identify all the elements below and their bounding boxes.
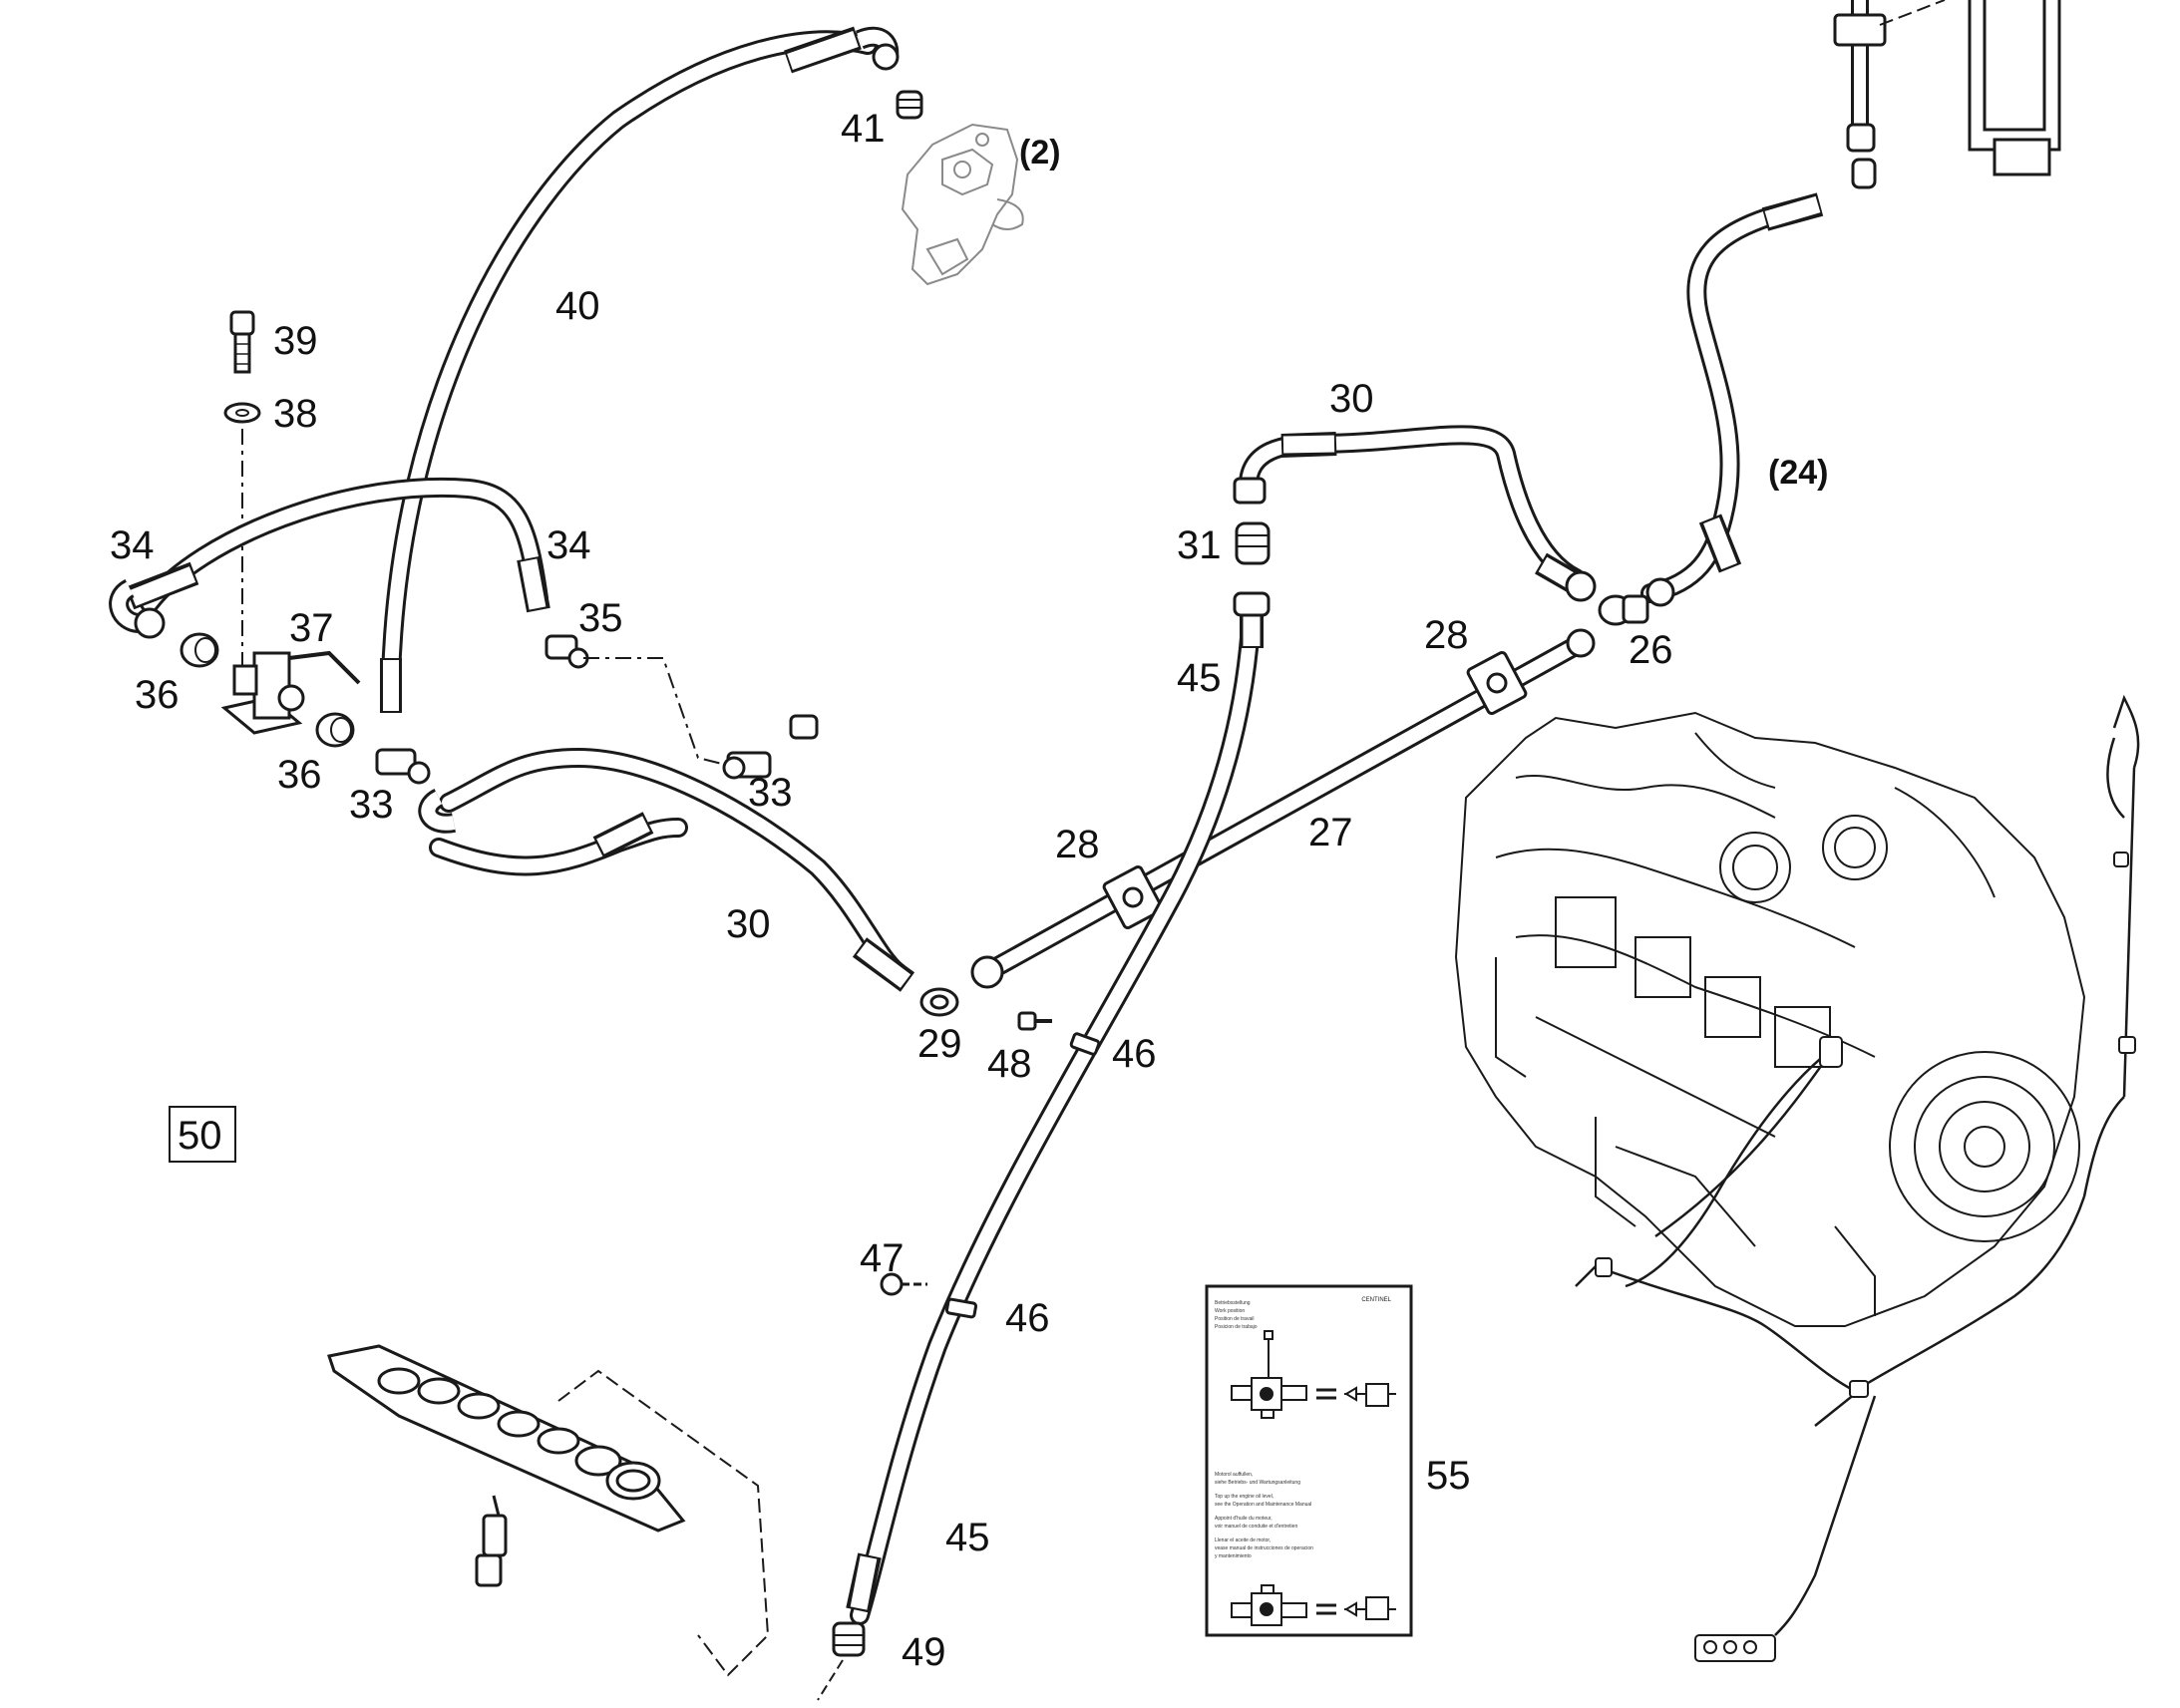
tee-33a — [375, 748, 431, 785]
placard-line-2f: voir manuel de conduite et d'entretien — [1215, 1524, 1297, 1530]
washer-38 — [223, 402, 261, 424]
placard-line-2d: see the Operation and Maintenance Manual — [1215, 1502, 1311, 1508]
engine-sensor-cluster — [1595, 852, 2136, 1662]
leader-49 — [817, 1659, 844, 1701]
callout-47: 47 — [860, 1236, 905, 1280]
callout-34a: 34 — [110, 523, 155, 567]
callout-33a: 33 — [349, 783, 394, 827]
placard-55: CENTINEL Betriebsstellung Work position … — [1205, 1284, 1413, 1637]
placard-line-1c: Position de travail — [1215, 1316, 1254, 1322]
placard-line-1a: Betriebsstellung — [1215, 1300, 1251, 1306]
engine-oil-lines — [1575, 694, 2140, 1636]
hose-45 — [846, 598, 1264, 1625]
placard-line-2b: siehe Betriebs- und Wartungsanleitung — [1215, 1480, 1300, 1486]
placard-valve-symbol-2 — [1231, 1584, 1396, 1626]
callout-39: 39 — [273, 319, 318, 363]
elbow-26 — [1598, 577, 1675, 626]
callout-38: 38 — [273, 392, 318, 436]
callout-36a: 36 — [135, 673, 180, 717]
plug-33c — [789, 714, 819, 740]
callout-40: 40 — [555, 284, 600, 328]
screw-48 — [1017, 1011, 1052, 1031]
placard-line-2e: Appoint d'huile du moteur, — [1215, 1516, 1272, 1522]
oil-bracket-assembly — [327, 1344, 686, 1587]
hose-24 — [1640, 192, 1824, 603]
hose-34 — [109, 478, 550, 633]
callout-30a: 30 — [1329, 377, 1374, 421]
clamp-28b — [1466, 650, 1528, 716]
hose-30-right — [1239, 425, 1587, 597]
placard-line-2g: Llenar el aceite de motor, — [1215, 1537, 1271, 1543]
placard-line-2c: Top up the engine oil level, — [1215, 1494, 1273, 1500]
callout-2: (2) — [1019, 134, 1061, 171]
fitting-31 — [1235, 521, 1271, 565]
engine-assembly — [1454, 711, 2086, 1327]
rail-27-end-nut — [970, 628, 1596, 989]
callout-34b: 34 — [546, 523, 591, 567]
clamp-46a — [1069, 1032, 1101, 1056]
callout-50: 50 — [178, 1114, 222, 1158]
placard-line-1d: Posicion de trabajo — [1215, 1324, 1258, 1330]
callout-28a: 28 — [1424, 613, 1469, 657]
nut-30-right-bottom — [1565, 570, 1597, 602]
callout-labels: 41 (2) 40 39 38 34 34 37 35 36 36 33 33 … — [110, 107, 1828, 1674]
callout-36b: 36 — [277, 753, 322, 797]
callout-37: 37 — [289, 606, 334, 650]
callout-35: 35 — [578, 596, 623, 640]
callout-33b: 33 — [748, 771, 793, 815]
fitting-47 — [880, 1272, 927, 1296]
hose-30-ghost — [429, 812, 688, 876]
ghost-bracket-ref-2 — [901, 123, 1024, 286]
callout-30b: 30 — [726, 902, 771, 946]
fitting-34-end — [134, 607, 166, 639]
valve-block-37 — [220, 650, 361, 735]
fitting-36a — [180, 632, 219, 668]
callout-45b: 45 — [945, 1516, 990, 1559]
placard-line-1b: Work position — [1215, 1308, 1245, 1314]
callout-26: 26 — [1629, 628, 1673, 672]
placard-line-2i: y mantenimiento — [1215, 1553, 1252, 1559]
nut-30-right-top — [1233, 477, 1267, 505]
fitting-41 — [896, 90, 923, 120]
hose-30-left — [418, 747, 915, 992]
callout-49: 49 — [902, 1630, 946, 1674]
placard-line-2a: Motorol auffullen, — [1215, 1472, 1253, 1478]
fitting-36b — [315, 712, 355, 748]
callout-46b: 46 — [1005, 1296, 1050, 1340]
top-right-structure — [1833, 0, 2061, 189]
callout-31: 31 — [1177, 523, 1222, 567]
leader-bracket-box — [557, 1369, 770, 1677]
placard-valve-symbol-1 — [1231, 1330, 1396, 1419]
leader-top-right — [1879, 0, 1946, 26]
placard-line-2h: vease manual de instrucciones de operaci… — [1215, 1545, 1313, 1551]
callout-27: 27 — [1308, 811, 1353, 854]
nut-45-top — [1233, 591, 1271, 617]
fitting-35 — [545, 634, 589, 669]
callout-46a: 46 — [1112, 1032, 1157, 1076]
tee-33b — [722, 751, 772, 780]
placard-brand: CENTINEL — [1361, 1297, 1391, 1303]
clamp-46b — [944, 1297, 978, 1319]
callout-55: 55 — [1426, 1454, 1471, 1498]
clamp-28a — [1102, 864, 1164, 930]
callout-45a: 45 — [1177, 656, 1222, 700]
banjo-29 — [919, 987, 959, 1017]
callout-24: (24) — [1768, 454, 1828, 492]
callout-28b: 28 — [1055, 823, 1100, 866]
callout-41: 41 — [841, 107, 886, 151]
callout-48: 48 — [987, 1042, 1032, 1086]
leader-35-33 — [583, 657, 739, 769]
hose-40 — [380, 26, 900, 713]
adapter-49 — [832, 1621, 866, 1657]
box-50-frame — [169, 1106, 236, 1163]
bolt-39 — [229, 310, 255, 374]
callout-29: 29 — [917, 1022, 962, 1066]
